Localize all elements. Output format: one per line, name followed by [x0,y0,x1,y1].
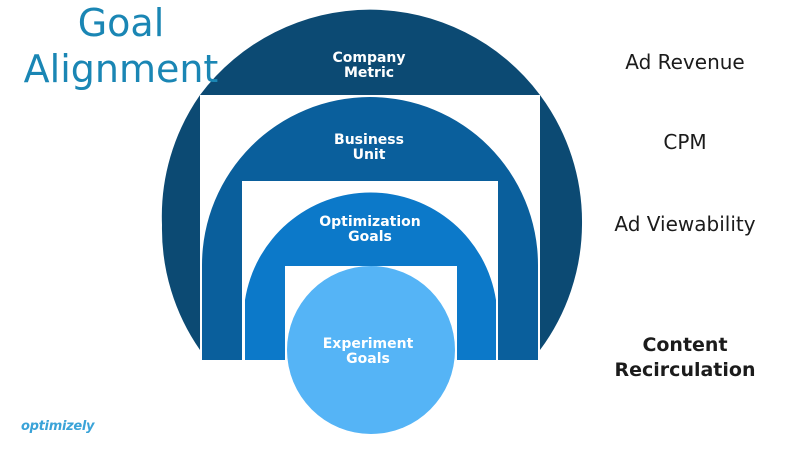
ring-label-company-line1: Company [332,50,405,66]
optimizely-logo: optimizely [21,419,95,434]
page-title: Goal Alignment [16,0,226,92]
ring-label-optimization-line2: Goals [348,229,392,245]
label-content-line2: Recirculation [614,359,756,381]
label-cpm: CPM [663,130,707,154]
label-content-line1: Content [642,334,728,356]
ring-label-company-line2: Metric [344,65,394,81]
ring-optimization-goals [245,192,496,360]
label-ad-revenue: Ad Revenue [625,50,745,74]
ring-label-business-line1: Business [334,132,404,148]
page-title-line1: Goal [77,1,165,45]
ring-label-experiment-line1: Experiment [323,336,414,352]
ring-label-experiment-line2: Goals [346,351,390,367]
page-title-line2: Alignment [23,47,219,91]
ring-label-business-line2: Unit [353,147,386,163]
label-ad-viewability: Ad Viewability [614,212,756,236]
ring-business-unit [202,97,538,360]
ring-label-optimization-line1: Optimization [319,214,420,230]
ring-experiment-goals [287,266,455,434]
label-content-recirculation: Content Recirculation [600,333,770,383]
ring-company-metric [161,9,583,350]
